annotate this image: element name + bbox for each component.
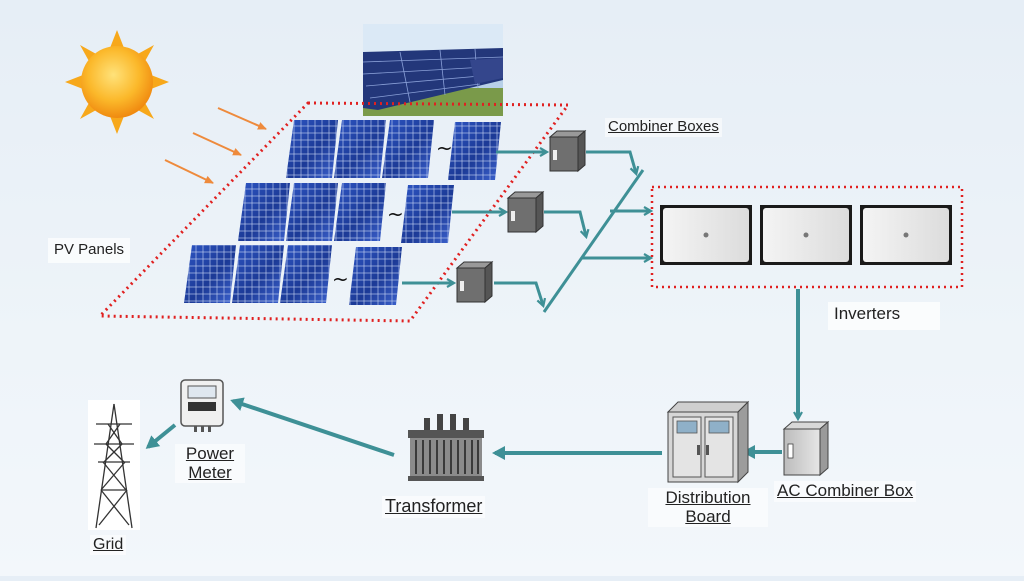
- transformer-label: Transformer: [382, 496, 486, 518]
- dc-string-arrows: [402, 152, 546, 283]
- svg-text:~: ~: [387, 202, 404, 226]
- sun-icon: [65, 30, 169, 134]
- distribution-board-icon: [666, 400, 750, 484]
- meter-output-arrow: [145, 423, 177, 449]
- inverter-icon: [760, 205, 852, 265]
- svg-text:~: ~: [436, 136, 453, 160]
- combiner-boxes-label: Combiner Boxes: [605, 118, 722, 137]
- grid-label: Grid: [90, 535, 127, 555]
- transmission-tower-icon: [88, 400, 140, 530]
- combiner-box-icon: [548, 129, 587, 173]
- inverter-icon: [860, 205, 952, 265]
- svg-text:~: ~: [332, 267, 349, 291]
- pv-array-boundary: [96, 101, 571, 323]
- pv-panels-label: PV Panels: [48, 238, 131, 263]
- ac-combiner-box-label: AC Combiner Box: [774, 481, 917, 502]
- power-meter-icon: [180, 379, 224, 432]
- combiner-box-icon: [455, 260, 494, 304]
- inverters-boundary: [650, 185, 964, 289]
- transformer-icon: [408, 414, 484, 481]
- pv-panel-row-2: ~: [238, 183, 454, 243]
- ac-combiner-box-icon: [782, 420, 830, 477]
- combiner-output-arrows: [494, 150, 650, 313]
- combiner-box-icon: [506, 190, 545, 234]
- inverter-icon: [660, 205, 752, 265]
- distribution-board-label: Distribution Board: [648, 488, 768, 528]
- transformer-output-arrow: [230, 397, 395, 457]
- solar-farm-photo: [362, 24, 504, 116]
- pv-panel-rows: ~ ~ ~: [184, 120, 501, 305]
- pv-panel-row-3: ~: [184, 245, 402, 305]
- power-meter-label: Power Meter: [175, 444, 245, 484]
- sunlight-arrows: [164, 107, 267, 184]
- pv-panel-row-1: ~: [286, 120, 501, 180]
- inverters-label: Inverters: [828, 302, 941, 330]
